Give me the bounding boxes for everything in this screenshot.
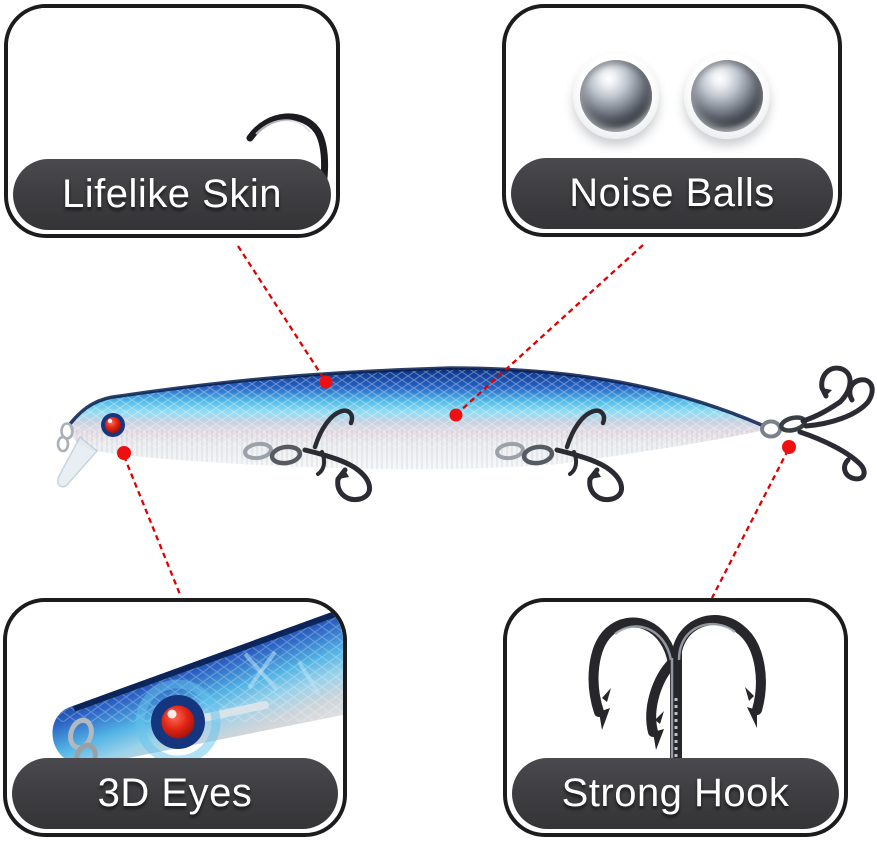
noise-ball-icon (573, 53, 659, 139)
lure-head-closeup-illustration (43, 608, 343, 798)
treble-hook-illustration (588, 615, 766, 773)
connector-line-lifelike-skin (237, 245, 325, 380)
marker-dot-lifelike-skin (319, 375, 333, 389)
front-treble-hook (243, 408, 372, 503)
marker-dot-noise-balls (449, 408, 463, 422)
lure-bill (56, 435, 99, 488)
connector-line-noise-balls (458, 244, 644, 413)
marker-dot-3d-eyes (117, 446, 131, 460)
label-lifelike-skin: Lifelike Skin (13, 159, 331, 230)
feature-panel-noise-balls: Noise Balls (502, 4, 842, 237)
label-noise-balls: Noise Balls (511, 158, 833, 229)
rear-treble-hook (495, 408, 624, 503)
marker-dot-strong-hook (782, 440, 796, 454)
steel-sphere (691, 60, 763, 132)
lure-illustration (56, 365, 875, 503)
nose-split-ring (56, 422, 74, 453)
noise-ball-icon (684, 53, 770, 139)
marker-dots (117, 375, 796, 460)
label-strong-hook: Strong Hook (512, 758, 839, 829)
connector-lines (122, 244, 790, 599)
connector-line-strong-hook (710, 449, 790, 599)
feature-panel-3d-eyes: 3D Eyes (3, 598, 347, 837)
connector-line-3d-eyes (122, 455, 183, 598)
label-3d-eyes: 3D Eyes (12, 758, 338, 829)
feature-panel-strong-hook: Strong Hook (503, 598, 848, 837)
feature-panel-lifelike-skin: Lifelike Skin (4, 4, 340, 238)
lure-eye (101, 413, 125, 437)
steel-sphere (580, 60, 652, 132)
tail-treble-hook (760, 365, 875, 482)
